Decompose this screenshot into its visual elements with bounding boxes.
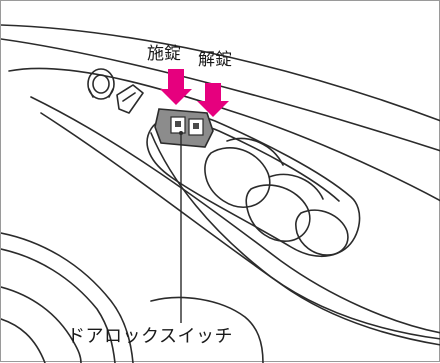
trim-line-upper2 bbox=[8, 67, 440, 202]
arrow-down-icon bbox=[160, 69, 192, 105]
lock-label: 施錠 bbox=[147, 44, 181, 64]
armrest-line-2 bbox=[40, 112, 440, 346]
armrest-line-1 bbox=[30, 96, 440, 334]
door-lock-switch-label: ドアロックスイッチ bbox=[67, 326, 233, 347]
mirror-knob bbox=[87, 68, 115, 100]
switch-panel bbox=[146, 114, 361, 258]
window-switch-3 bbox=[295, 209, 349, 256]
speaker-arc bbox=[150, 296, 264, 363]
trim-line-upper bbox=[1, 38, 440, 152]
small-switch bbox=[116, 84, 144, 114]
door-bin-1 bbox=[1, 232, 134, 363]
unlock-label: 解錠 bbox=[198, 50, 232, 70]
door-bin-3 bbox=[1, 286, 82, 363]
window-switch-2 bbox=[245, 184, 311, 242]
trim-line-top bbox=[1, 24, 440, 122]
window-switch-1 bbox=[204, 147, 271, 208]
arrow-down-icon bbox=[197, 83, 229, 117]
armrest-line-3 bbox=[150, 132, 440, 340]
door-bin-2 bbox=[1, 248, 116, 363]
door-lock-switch bbox=[154, 108, 214, 148]
